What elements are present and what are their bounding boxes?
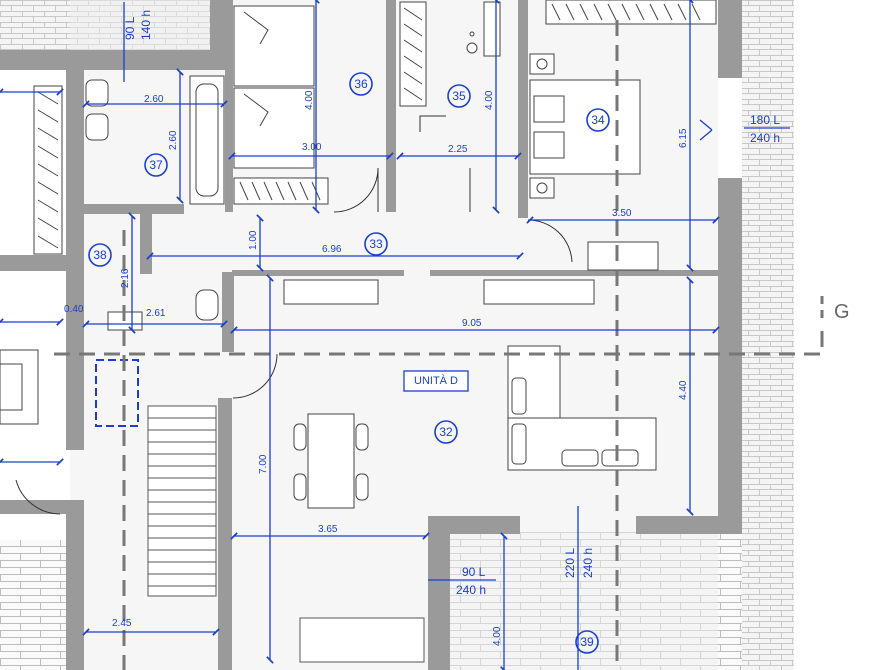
room-33-number: 33 — [369, 237, 383, 251]
dimension-261: 2.61 — [146, 308, 166, 319]
dimension-216: 2.16 — [120, 268, 131, 288]
window-leaders — [123, 2, 790, 670]
room-39-number: 39 — [580, 635, 594, 649]
unit-label: UNITÀ D — [414, 374, 458, 387]
window-1-height: 140 h — [139, 10, 153, 40]
dimension-260-width: 2.60 — [144, 94, 164, 105]
room-35-number: 35 — [452, 89, 466, 103]
dimension-260-height: 2.60 — [168, 130, 179, 150]
walls — [0, 0, 742, 670]
dimension-696: 6.96 — [322, 244, 342, 255]
dimension-905: 9.05 — [462, 318, 482, 329]
window-2-width: 180 L — [750, 113, 780, 127]
dimension-lines — [0, 0, 720, 670]
window-1-width: 90 L — [123, 16, 137, 40]
dimension-225: 2.25 — [448, 144, 468, 155]
window-2-height: 240 h — [750, 131, 780, 145]
room-32-number: 32 — [439, 425, 453, 439]
left-wardrobe — [33, 85, 63, 255]
room-37-number: 37 — [149, 158, 163, 172]
dimension-400-terrace: 4.00 — [492, 626, 503, 646]
dimension-365: 3.65 — [318, 524, 338, 535]
bathroom-fixtures — [85, 75, 225, 331]
room-34-number: 34 — [591, 113, 605, 127]
unit-label-box — [403, 370, 469, 392]
dimension-350: 3.50 — [612, 208, 632, 219]
exterior-paving-right — [742, 0, 794, 670]
room-36-number: 36 — [354, 77, 368, 91]
dimension-300: 3.00 — [302, 142, 322, 153]
staircase — [147, 405, 425, 663]
room-38-number: 38 — [93, 248, 107, 262]
dimension-400-room36: 4.00 — [304, 90, 315, 110]
dimension-700: 7.00 — [258, 454, 269, 474]
bedroom-34-furniture — [529, 0, 717, 271]
dimension-615: 6.15 — [678, 128, 689, 148]
dimension-040: 0.40 — [64, 304, 84, 315]
stair-landing-paving — [0, 540, 66, 670]
dimension-100: 1.00 — [248, 230, 259, 250]
zone-label: G — [834, 301, 850, 323]
window-4-width: 90 L — [462, 565, 486, 579]
window-3-width: 220 L — [563, 548, 577, 578]
window-3-height: 240 h — [581, 548, 595, 578]
stair-opening — [95, 359, 139, 427]
section-lines — [54, 20, 824, 670]
dimension-245: 2.45 — [112, 618, 132, 629]
room-markers — [88, 72, 610, 654]
window-4-height: 240 h — [456, 583, 486, 597]
living-room-furniture — [0, 279, 657, 509]
dimension-400-room35: 4.00 — [484, 90, 495, 110]
exterior-margin — [794, 0, 893, 670]
dimension-440: 4.40 — [678, 380, 689, 400]
